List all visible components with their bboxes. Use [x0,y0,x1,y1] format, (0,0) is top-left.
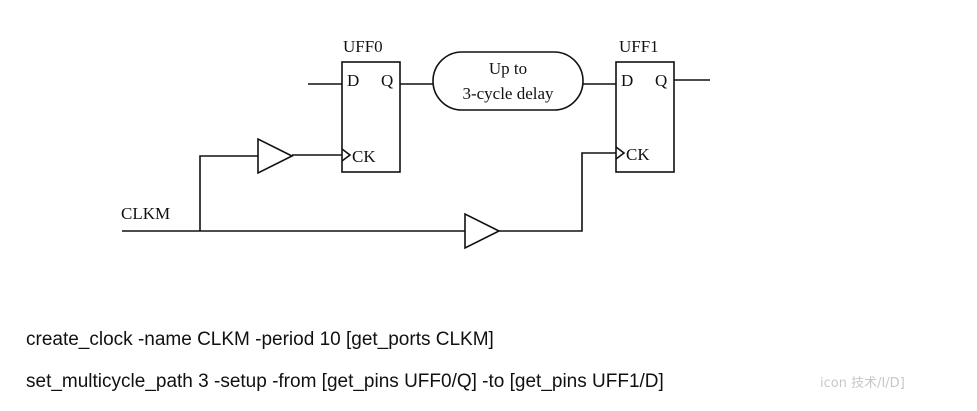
ff0-pin-d: D [347,71,359,90]
sdc-command-create-clock: create_clock -name CLKM -period 10 [get_… [26,329,494,350]
ff1-pin-ck: CK [626,145,650,164]
buffer-top [257,137,294,175]
ff0-pin-ck: CK [352,147,376,166]
ff0-name: UFF0 [343,37,383,56]
ff1-box [615,61,675,173]
ff0-pin-q: Q [381,71,393,90]
buffer-bottom-to-ff1-ck-wire [499,152,616,232]
buffer-bottom [464,212,501,250]
ff1-pin-d: D [621,71,633,90]
ff0-box [341,61,401,173]
ff0-clock-notch [341,148,352,162]
ff1-pin-q: Q [655,71,667,90]
clock-label: CLKM [121,204,170,223]
clock-branch-top-wire [199,155,258,231]
watermark: icon 技术/I/D] [820,376,905,391]
delay-block [432,51,584,111]
ff1-name: UFF1 [619,37,659,56]
delay-label-line1: Up to [489,59,527,78]
delay-label-line2: 3-cycle delay [462,84,554,103]
sdc-command-multicycle-path: set_multicycle_path 3 -setup -from [get_… [26,371,664,392]
circuit-schematic: UFF0 D Q CK UFF1 D Q CK Up to 3-cycle de… [121,37,710,250]
ff1-clock-notch [615,146,626,160]
